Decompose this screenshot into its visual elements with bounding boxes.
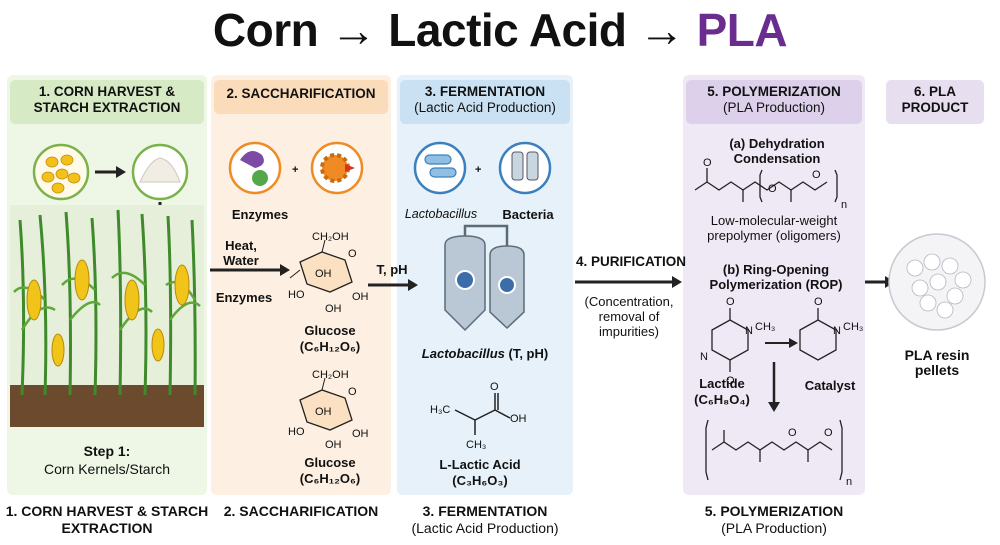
catalyst-label: Catalyst: [804, 378, 856, 393]
svg-text:+: +: [475, 164, 481, 176]
plus-sign: +: [292, 164, 298, 176]
header-corn: 1. CORN HARVEST & STARCH EXTRACTION: [10, 80, 204, 124]
svg-text:O: O: [726, 296, 735, 308]
panel-polymerization-bg: [683, 75, 865, 495]
step1-desc: Corn Kernels/Starch: [43, 461, 171, 477]
svg-text:N: N: [700, 351, 708, 363]
svg-text:O: O: [348, 386, 357, 398]
svg-text:CH₃: CH₃: [755, 321, 775, 333]
svg-text:OH: OH: [352, 291, 369, 303]
header-saccharification: 2. SACCHARIFICATION: [214, 80, 388, 114]
lactobacillus-label: Lactobacillus: [404, 207, 478, 221]
header-fermentation-sub: (Lactic Acid Production): [414, 100, 556, 115]
svg-text:CH₂OH: CH₂OH: [312, 231, 349, 243]
svg-text:O: O: [490, 381, 499, 393]
lactide-ring: [711, 308, 749, 372]
svg-text:CH₃: CH₃: [843, 321, 863, 333]
dehydration-label: (a) Dehydration Condensation: [729, 136, 825, 166]
bacteria-label: Bacteria: [502, 207, 554, 222]
svg-text:OH: OH: [315, 268, 332, 280]
svg-text:O: O: [768, 183, 777, 195]
catalyst-ring: [799, 308, 837, 361]
gear-icon: [320, 153, 355, 183]
lactobacillus-tph-label: Lactobacillus (T, pH): [421, 346, 549, 361]
lactic-acid-formula: (C₃H₆O₃): [452, 473, 508, 488]
header-polymerization-title: 5. POLYMERIZATION: [707, 84, 841, 99]
enzyme-icon: [240, 151, 268, 186]
lactide-label: Lactide: [699, 376, 745, 391]
glucose2-formula: (C₆H₁₂O₆): [299, 471, 361, 486]
footer-polymerization: 5. POLYMERIZATION (PLA Production): [683, 503, 865, 537]
glucose1-label: Glucose: [304, 323, 356, 338]
header-fermentation-title: 3. FERMENTATION: [424, 84, 546, 99]
svg-text:O: O: [824, 427, 833, 439]
glucose1-formula: (C₆H₁₂O₆): [299, 339, 361, 354]
footer-fermentation: 3. FERMENTATION (Lactic Acid Production): [395, 503, 575, 537]
svg-text:O: O: [703, 157, 712, 169]
lactobacillus-icon: [424, 154, 457, 178]
svg-text:OH: OH: [325, 303, 342, 315]
step1-label: Step 1:: [83, 443, 131, 459]
svg-text:HO: HO: [288, 289, 305, 301]
header-polymerization: 5. POLYMERIZATION (PLA Production): [686, 80, 862, 124]
pla-polymer-structure: [705, 419, 843, 481]
corn-cob-icons: [26, 259, 190, 367]
purification-desc: (Concentration, removal of impurities): [584, 294, 674, 339]
svg-text:n: n: [841, 199, 847, 211]
svg-text:OH: OH: [325, 439, 342, 451]
svg-text:H₃C: H₃C: [430, 404, 450, 416]
footer-corn: 1. CORN HARVEST & STARCH EXTRACTION: [5, 503, 209, 536]
svg-text:CH₃: CH₃: [466, 439, 486, 451]
svg-text:O: O: [812, 169, 821, 181]
svg-text:OH: OH: [315, 406, 332, 418]
svg-text:N: N: [833, 325, 841, 337]
rop-label: (b) Ring-Opening Polymerization (ROP): [709, 262, 843, 292]
svg-text:OH: OH: [510, 413, 527, 425]
prepolymer-label: Low-molecular-weight prepolymer (oligome…: [707, 213, 841, 243]
corn-kernels-icon: [41, 154, 81, 194]
svg-text:O: O: [726, 375, 735, 387]
header-pla-product: 6. PLA PRODUCT: [886, 80, 984, 124]
footer-fermentation-sub: (Lactic Acid Production): [411, 520, 559, 536]
bioreactor-icon: [511, 151, 539, 181]
pla-pellets-label: PLA resin pellets: [904, 347, 970, 378]
svg-text:N: N: [745, 325, 753, 337]
svg-text:OH: OH: [352, 428, 369, 440]
fermentation-tanks: [444, 224, 525, 332]
enzymes-arrow-label: Enzymes: [215, 290, 273, 305]
svg-text:O: O: [788, 427, 797, 439]
purification-label: 4. PURIFICATION: [575, 254, 686, 269]
glucose-ring-2: [299, 377, 353, 431]
svg-text:O: O: [814, 296, 823, 308]
footer-fermentation-title: 3. FERMENTATION: [422, 503, 548, 519]
footer-polymerization-title: 5. POLYMERIZATION: [704, 503, 844, 519]
svg-text:CH₂OH: CH₂OH: [312, 369, 349, 381]
glucose-ring-1: [289, 239, 353, 293]
heat-water-label: Heat, Water: [223, 238, 259, 268]
page-title: Corn → Lactic Acid → PLA: [212, 4, 788, 56]
svg-text:n: n: [846, 476, 852, 488]
lactide-formula: (C₆H₈O₄): [694, 392, 750, 407]
starch-powder-icon: [139, 157, 181, 183]
prepolymer-structure: [694, 168, 838, 203]
footer-polymerization-sub: (PLA Production): [721, 520, 827, 536]
footer-saccharification: 2. SACCHARIFICATION: [223, 503, 379, 519]
glucose2-label: Glucose: [304, 455, 356, 470]
header-fermentation: 3. FERMENTATION (Lactic Acid Production): [400, 80, 570, 124]
lactic-acid-label: L-Lactic Acid: [439, 457, 521, 472]
tph-arrow-label: T, pH: [376, 262, 408, 277]
header-polymerization-sub: (PLA Production): [722, 100, 826, 115]
panel-saccharification-bg: [211, 75, 391, 495]
enzymes-label: Enzymes: [231, 207, 289, 222]
lactic-acid-structure: [454, 393, 511, 435]
svg-text:O: O: [348, 248, 357, 260]
svg-text:HO: HO: [288, 426, 305, 438]
